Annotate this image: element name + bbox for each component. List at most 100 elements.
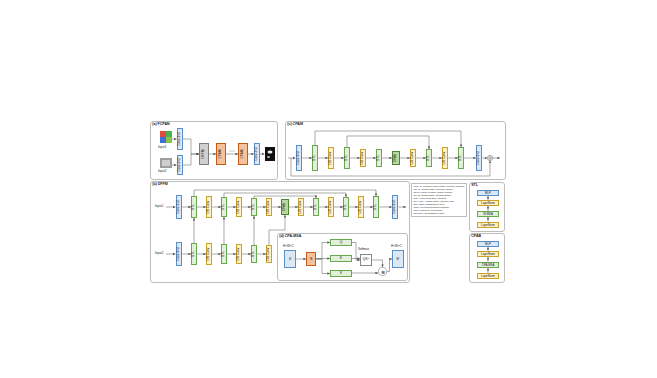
- block-label: DS Conv: [237, 201, 240, 214]
- block-label: DS Conv: [267, 201, 270, 214]
- conv-block: S': [392, 250, 404, 268]
- connector: [269, 215, 285, 245]
- pan-image-icon: [160, 158, 172, 168]
- input-wire: [172, 139, 177, 140]
- connector: [319, 207, 328, 208]
- block-label: V: [340, 272, 342, 275]
- connector: [334, 207, 343, 208]
- stl-block: STL: [343, 197, 349, 217]
- block-label: Conv 3×3: [255, 147, 258, 161]
- connector: [382, 158, 392, 159]
- conv-block: Conv 3×3: [476, 145, 482, 171]
- block-label: STL: [377, 155, 380, 161]
- stl-block: V: [330, 270, 352, 277]
- cpab-block: CPAB: [281, 199, 289, 215]
- sampling-conv-block: US Conv: [358, 196, 364, 218]
- input-wire: [166, 207, 176, 208]
- connector: [194, 190, 376, 196]
- connector: [212, 254, 221, 255]
- connector: [223, 217, 224, 244]
- block-label: STL: [427, 155, 430, 161]
- conv-block: Conv 3×3: [176, 242, 182, 266]
- block-label: QKᵀ: [363, 258, 369, 261]
- block-label: STL: [222, 251, 225, 257]
- connector: [416, 158, 426, 159]
- sampling-conv-block: DS Conv: [206, 243, 212, 265]
- connector: [193, 218, 194, 243]
- stl-block: STL: [221, 244, 227, 264]
- image-tile: [160, 137, 166, 143]
- connector: [347, 136, 429, 149]
- connector: [226, 154, 238, 155]
- sampling-conv-block: DS Conv: [236, 244, 242, 264]
- abbreviation-line: MLP: Multilayer Perceptron: [414, 209, 465, 212]
- input-wire: [166, 254, 176, 255]
- stl-block: STL: [426, 149, 432, 167]
- connector: [257, 254, 266, 255]
- block-label: Q: [340, 241, 343, 244]
- panel-heading: STL: [471, 184, 478, 188]
- block-label: DS Conv: [329, 152, 332, 165]
- block-label: STL: [345, 155, 348, 161]
- stl-block: STL: [221, 197, 227, 217]
- sampling-conv-block: DS Conv: [360, 149, 366, 167]
- panel: STLMLPLayerNormW-MSALayerNorm: [470, 183, 504, 231]
- input-wire: [288, 158, 296, 159]
- connector: [289, 207, 298, 208]
- connector: [349, 207, 358, 208]
- connector: [197, 254, 206, 255]
- image-tile: [162, 160, 170, 166]
- connector: [296, 259, 306, 260]
- conv-block: Conv 3×3: [392, 195, 398, 219]
- conv-block: Conv 3×3: [296, 145, 302, 171]
- connector: [272, 207, 281, 208]
- connector: [352, 258, 360, 259]
- stl-block: K: [330, 255, 352, 262]
- connector: [464, 158, 476, 159]
- image-frame: [160, 158, 172, 168]
- abbreviation-line: FCPAN: Coarse Fusion Patch Attention Net…: [414, 185, 465, 188]
- cpab-block: CPAB: [392, 151, 400, 165]
- conv-block: Conv 3×3: [254, 143, 260, 165]
- block-label: MLP: [485, 192, 491, 195]
- connector: [254, 196, 316, 198]
- connector: [448, 158, 458, 159]
- connector: [315, 131, 461, 147]
- connector: [242, 207, 251, 208]
- connector: [302, 158, 312, 159]
- block-label: LayerNorm: [481, 275, 495, 278]
- block-label: US Conv: [299, 201, 302, 214]
- connector: [253, 216, 254, 245]
- block-label: STL: [222, 204, 225, 210]
- sampling-conv-block: DS Conv: [236, 197, 242, 217]
- mlp-box: MLP: [477, 190, 499, 196]
- layernorm-box: LayerNorm: [477, 222, 499, 228]
- stl-block: STL: [373, 196, 379, 218]
- abbreviation-line: DS Conv: Downsample Conv: [414, 212, 465, 215]
- connector: [364, 207, 373, 208]
- conv-block: Conv 3×3: [177, 155, 183, 175]
- stl-block: Q: [330, 239, 352, 246]
- output-wire: [399, 207, 407, 208]
- block-label: Conv 3×3: [297, 151, 300, 165]
- abbreviation-line: CPAB: Cross Patch Attention Block: [414, 194, 465, 197]
- ellipsis-dot: [229, 150, 231, 152]
- connector: [316, 243, 330, 260]
- block-label: US Conv: [411, 152, 414, 165]
- layernorm-box: LayerNorm: [477, 200, 499, 206]
- image-frame: [265, 147, 275, 161]
- panel-heading: (d) CPA-MSA: [279, 235, 301, 239]
- conv-block: Conv 3×3: [176, 195, 182, 219]
- block-label: US Conv: [443, 152, 446, 165]
- connector: [400, 158, 410, 159]
- block-label: MLP: [485, 243, 491, 246]
- abbreviation-box: FCPAN: Coarse Fusion Patch Attention Net…: [411, 183, 467, 217]
- stl-block: STL: [376, 149, 382, 167]
- image-blob: [267, 156, 270, 158]
- connector: [242, 254, 251, 255]
- cpam-block: S: [306, 252, 316, 266]
- connector: [209, 154, 216, 155]
- block-label: DS Conv: [207, 201, 210, 214]
- stl-block: STL: [344, 147, 350, 169]
